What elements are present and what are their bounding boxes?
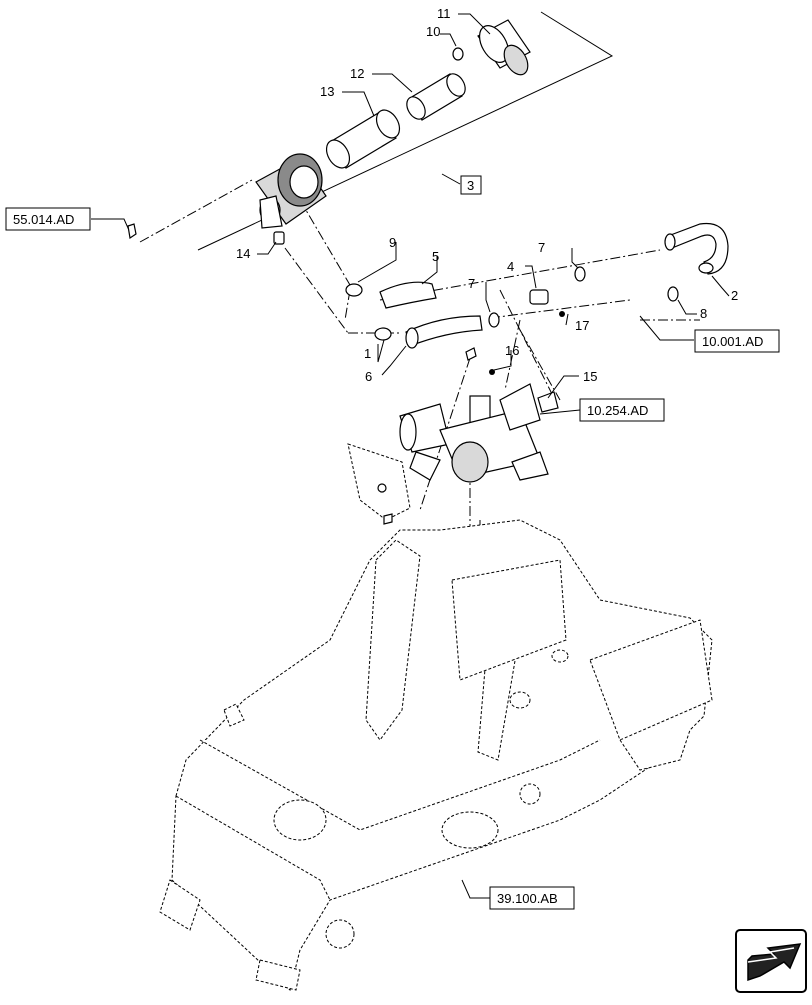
callout-16: 16 [505,343,519,358]
fastener-icons [127,223,477,525]
callout-5: 5 [432,249,439,264]
chassis-frame [159,519,713,991]
part-7-clamp-right [574,266,586,282]
air-cleaner-housing [255,153,327,229]
callout-6: 6 [365,369,372,384]
mounting-plate [347,443,411,521]
turbo-exhaust-assembly [399,383,549,483]
part-4-sensor [529,289,549,305]
callout-7-right: 7 [538,240,545,255]
leader-lines [91,13,730,899]
ref-10-254-ad-label: 10.254.AD [587,403,648,418]
part-12-safety-filter [406,73,466,121]
callout-13: 13 [320,84,334,99]
part-13-primary-filter [325,109,401,169]
callout-10: 10 [426,24,440,39]
callout-7-left: 7 [468,276,475,291]
ref-10-001-ad[interactable]: 10.001.AD [694,329,780,353]
callout-3-box: 3 [460,175,482,195]
part-6-hose [405,315,483,349]
callout-1: 1 [364,346,371,361]
ref-10-001-ad-label: 10.001.AD [702,334,763,349]
callout-8: 8 [700,306,707,321]
part-9-clamp [345,283,363,297]
part-2-hose [664,222,729,275]
part-17-screw [559,311,565,317]
callout-12: 12 [350,66,364,81]
callout-17: 17 [575,318,589,333]
ref-39-100-ab-label: 39.100.AB [497,891,558,906]
callout-3: 3 [467,178,474,193]
ref-55-014-ad-label: 55.014.AD [13,212,74,227]
callout-15: 15 [583,369,597,384]
ref-39-100-ab[interactable]: 39.100.AB [489,886,575,910]
part-16-screw [489,369,495,375]
part-8-clamp [667,286,679,302]
part-5-hose [379,281,437,309]
part-1-clamp [374,327,392,341]
callout-14: 14 [236,246,250,261]
ref-10-254-ad[interactable]: 10.254.AD [579,398,665,422]
part-15-bracket [537,391,559,413]
part-10-clip [452,47,464,61]
direction-arrow-icon[interactable] [735,929,807,993]
callout-4: 4 [507,259,514,274]
callout-11: 11 [437,6,451,21]
callout-9: 9 [389,235,396,250]
callout-2: 2 [731,288,738,303]
callout-labels: 11 10 12 13 14 9 5 1 6 7 4 7 17 2 8 16 1… [236,6,738,384]
ref-55-014-ad[interactable]: 55.014.AD [5,207,91,231]
assembly-boundary [197,11,614,251]
part-14-valve [273,231,285,245]
part-7-clamp-left [488,312,500,328]
part-11-precleaner-bowl [477,19,531,76]
